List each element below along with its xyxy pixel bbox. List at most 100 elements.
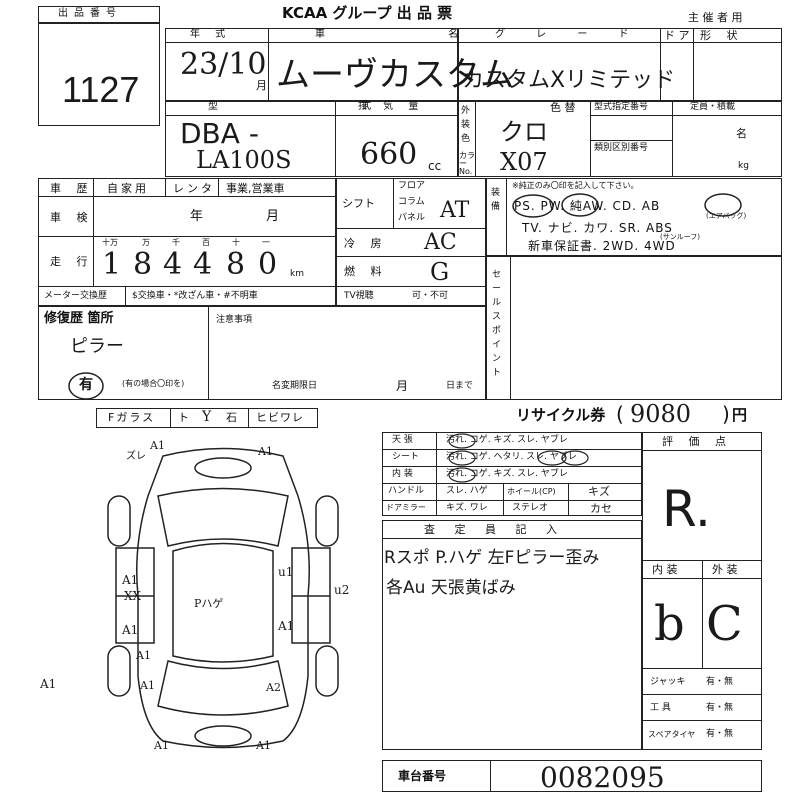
chassis-section (382, 760, 762, 792)
glass-label: Fガラス (108, 411, 156, 424)
capacity-label: 定員・積載 (690, 102, 736, 112)
interior-row-handle-options: スレ. ハゲ (446, 486, 488, 496)
organizer-label: 主 催 者 用 (688, 11, 743, 24)
inspection-year: 年 (190, 209, 204, 224)
accessory-spare-label: スペアタイヤ (648, 730, 696, 739)
year-label: 年 式 (190, 29, 232, 40)
sales-point-label: セールスポイント (492, 270, 502, 378)
damage-mark-zure: ズレ (126, 451, 146, 462)
mileage-header-100: 百 (202, 238, 210, 247)
accessory-jack-options: 有・無 (706, 677, 734, 687)
damage-mark-front-right: A1 (258, 445, 273, 458)
year-value: 23/10 (180, 47, 267, 82)
interior-row-seat-options: 汚れ. コゲ. ヘタリ. スレ. ヤブレ (446, 452, 577, 462)
mileage-label: 走 行 (50, 255, 94, 268)
inspection-month: 月 (266, 209, 280, 224)
mileage-digit-4: 4 (193, 247, 213, 282)
vehicle-info-grid (165, 28, 782, 177)
glass-row (96, 408, 318, 428)
repair-has-note: (有の場合〇印を) (122, 379, 185, 388)
inspector-note-1: Rスポ P.ハゲ 左Fピラー歪み (384, 548, 600, 568)
meter-exchange-label: メーター交換歴 (44, 291, 108, 301)
exterior-grade-value: C (706, 596, 743, 652)
ac-value: AC (424, 230, 457, 255)
damage-mark-left-door-1: A1 (122, 573, 139, 587)
damage-mark-right-door-u1: u1 (278, 565, 294, 579)
recycle-value: 9080 (630, 400, 692, 428)
glass-mark: Y (202, 409, 212, 425)
damage-mark-left-side: A1 (136, 649, 151, 662)
interior-row-mirror-options: キズ. ワレ (446, 503, 488, 513)
score-label: 評 価 点 (662, 435, 732, 448)
glass-option-to: ト (178, 411, 189, 424)
interior-circles (448, 433, 589, 483)
mileage-header-10: 十 (232, 238, 240, 247)
history-option-business: 事業,営業車 (226, 182, 285, 195)
inspection-label: 車 検 (50, 211, 94, 224)
lot-number-label: 出品番号 (58, 8, 122, 19)
equipment-circles (512, 193, 742, 218)
damage-mark-front-top: A1 (150, 439, 165, 452)
class-code-label: 類別区別番号 (594, 143, 649, 153)
repair-section (38, 306, 486, 400)
interior-row-ceiling-options: 汚れ. コゲ. キズ. スレ. ヤブレ (446, 435, 568, 445)
shift-option-panel: パネル (398, 213, 426, 223)
car-name-value: ムーヴカスタム (276, 55, 514, 95)
mileage-unit: km (290, 269, 304, 279)
damage-mark-rear-left: A1 (140, 679, 155, 692)
damage-mark-rear-bottom-left: A1 (154, 739, 169, 752)
door-label: ド ア (664, 29, 690, 42)
equipment-section (486, 178, 782, 256)
mileage-header-10k: 万 (142, 238, 150, 247)
repair-label: 修復歴 箇所 (44, 311, 114, 326)
grades-section (642, 432, 762, 750)
model-value-1: DBA - (180, 117, 259, 150)
sales-point-section (486, 256, 782, 400)
mileage-digit-5: 8 (226, 247, 246, 282)
year-unit: 月 (256, 79, 267, 92)
recycle-label: リサイクル券 (516, 406, 606, 424)
shift-value: AT (440, 198, 470, 223)
fuel-value: G (430, 258, 450, 286)
glass-option-stone: 石 (226, 411, 237, 424)
repair-has: 有 (79, 377, 93, 393)
capacity-unit-kg: kg (738, 161, 749, 171)
fuel-label: 燃 料 (344, 265, 388, 278)
notes-label: 注意事項 (216, 315, 253, 325)
name-change-month: 月 (396, 379, 409, 393)
chassis-label: 車台番号 (398, 769, 447, 783)
interior-grade-value: b (654, 596, 685, 652)
color-no-value: X07 (500, 148, 548, 176)
interior-row-wheel-label: ホイール(CP) (507, 487, 556, 496)
damage-mark-rear-bottom-right: A1 (256, 739, 271, 752)
inspector-note-2: 各Au 天張黄ばみ (386, 578, 516, 598)
color-value: クロ (500, 118, 548, 146)
shift-option-floor: フロア (398, 181, 426, 191)
name-change-day: 日まで (446, 381, 474, 391)
interior-row-trim-options: 汚れ. コゲ. キズ. スレ. ヤブレ (446, 469, 568, 479)
mileage-digit-6: 0 (258, 247, 278, 282)
capacity-unit-persons: 名 (736, 127, 747, 140)
name-change-label: 名変期限日 (272, 381, 318, 391)
equipment-row-2: TV. ナビ. カワ. SR. ABS (522, 221, 673, 235)
drivetrain-section (336, 178, 486, 306)
interior-row-mirror-label: ドアミラー (386, 503, 426, 512)
damage-mark-rear-right: A2 (266, 681, 281, 694)
meter-exchange-options: $交換車・*改ざん車・#不明車 (132, 291, 258, 301)
history-section (38, 178, 336, 306)
interior-grade-label: 内 装 (652, 563, 678, 576)
lot-number-box (38, 6, 160, 126)
damage-mark-right-side-u2: u2 (334, 583, 350, 597)
damage-mark-right-door-2: A1 (278, 619, 295, 633)
interior-row-ceiling-label: 天 張 (392, 435, 413, 445)
accessory-tool-label: 工 具 (650, 703, 671, 713)
exterior-grade-label: 外 装 (712, 563, 738, 576)
equipment-row-1: PS. PW. 純AW. CD. AB (514, 199, 661, 213)
displacement-label: 排 気 量 (358, 101, 425, 112)
history-option-private: 自家用 (107, 182, 149, 195)
interior-row-wheel-value: キズ (588, 485, 610, 498)
shift-label: シフト (342, 197, 375, 210)
color-change-label: 色 替 (550, 101, 576, 114)
glass-option-crack: ヒビワレ (256, 411, 304, 424)
mileage-header-1k: 千 (172, 238, 180, 247)
